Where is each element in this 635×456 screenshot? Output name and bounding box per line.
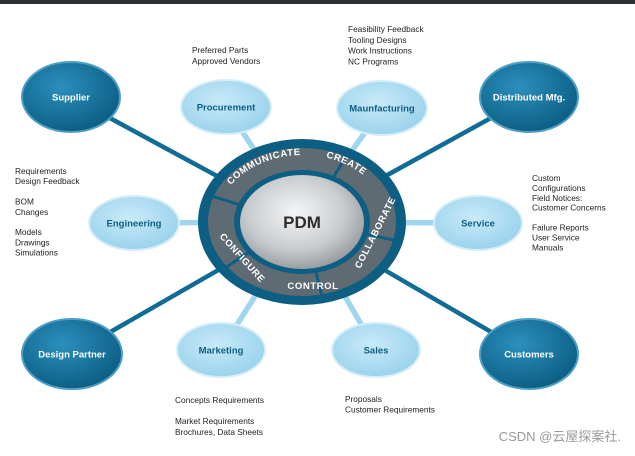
annotation-line: Customer Concerns bbox=[532, 203, 606, 213]
annotation-line: Approved Vendors bbox=[192, 56, 260, 66]
annotation-line: Requirements bbox=[15, 166, 67, 176]
annotation-line: Changes bbox=[15, 207, 48, 217]
node-sales[interactable]: Sales bbox=[331, 322, 421, 378]
ring-divider bbox=[224, 250, 251, 269]
node-shape-customers bbox=[479, 318, 579, 390]
annotation-line: Proposals bbox=[345, 394, 382, 404]
node-label-customers: Customers bbox=[504, 350, 554, 361]
annotation-line: Brochures, Data Sheets bbox=[175, 427, 263, 437]
ring-divider bbox=[211, 194, 241, 207]
node-shape-service bbox=[433, 195, 523, 251]
node-label-service: Service bbox=[461, 219, 495, 230]
watermark: CSDN @云屋探案社. bbox=[498, 429, 621, 444]
node-shape-design-partner bbox=[21, 318, 123, 390]
window-top-bar bbox=[0, 0, 635, 4]
node-procurement[interactable]: Procurement bbox=[180, 79, 272, 135]
node-label-sales: Sales bbox=[364, 346, 389, 357]
annotation-line: Manuals bbox=[532, 242, 563, 252]
annotation-line: Work Instructions bbox=[348, 46, 412, 56]
annotation-line: Models bbox=[15, 227, 42, 237]
ring-dividers bbox=[211, 154, 396, 297]
annotation-line: Concepts Requirements bbox=[175, 395, 264, 405]
annotation-line: Customer Requirements bbox=[345, 405, 435, 415]
node-shape-distributed-mfg bbox=[479, 61, 579, 133]
annotation-line: Design Feedback bbox=[15, 176, 80, 186]
annotation-line: Configurations bbox=[532, 183, 586, 193]
annotation-line: Tooling Designs bbox=[348, 35, 407, 45]
node-service[interactable]: Service bbox=[433, 195, 523, 251]
node-label-distributed-mfg: Distributed Mfg. bbox=[493, 93, 565, 104]
annotation-line: Drawings bbox=[15, 237, 50, 247]
node-shape-engineering bbox=[88, 195, 180, 251]
pdm-ring: PDM COMMUNICATE CREATE COLLABORATE CONTR… bbox=[198, 139, 406, 305]
node-label-marketing: Marketing bbox=[199, 346, 244, 357]
node-label-procurement: Procurement bbox=[197, 103, 256, 114]
annotation-line: Simulations bbox=[15, 248, 58, 258]
ring-divider bbox=[331, 154, 349, 179]
annotation-line: Feasibility Feedback bbox=[348, 24, 424, 34]
node-customers[interactable]: Customers bbox=[479, 318, 579, 390]
node-label-engineering: Engineering bbox=[107, 219, 162, 230]
ring-label-control: CONTROL bbox=[287, 281, 338, 292]
pdm-hub bbox=[240, 175, 364, 269]
annotation-line: BOM bbox=[15, 197, 34, 207]
node-engineering[interactable]: Engineering bbox=[88, 195, 180, 251]
ring-divider bbox=[365, 232, 396, 242]
node-shape-manufacturing bbox=[336, 80, 428, 136]
node-manufacturing[interactable]: Maunfacturing bbox=[336, 80, 428, 136]
node-supplier[interactable]: Supplier bbox=[21, 61, 121, 133]
annotation-line: Custom bbox=[532, 173, 561, 183]
node-label-manufacturing: Maunfacturing bbox=[349, 104, 415, 115]
annotation-line: Failure Reports bbox=[532, 223, 589, 233]
node-marketing[interactable]: Marketing bbox=[176, 322, 266, 378]
node-shape-procurement bbox=[180, 79, 272, 135]
node-shape-sales bbox=[331, 322, 421, 378]
pdm-hub-label: PDM bbox=[283, 213, 321, 232]
annotation-line: Field Notices: bbox=[532, 193, 582, 203]
node-shape-supplier bbox=[21, 61, 121, 133]
ring-divider bbox=[314, 270, 324, 297]
node-label-design-partner: Design Partner bbox=[38, 350, 106, 361]
node-shape-marketing bbox=[176, 322, 266, 378]
annotation-line: Preferred Parts bbox=[192, 45, 248, 55]
node-design-partner[interactable]: Design Partner bbox=[21, 318, 123, 390]
annotation-line: User Service bbox=[532, 232, 580, 242]
node-label-supplier: Supplier bbox=[52, 93, 90, 104]
node-distributed-mfg[interactable]: Distributed Mfg. bbox=[479, 61, 579, 133]
annotation-line: Market Requirements bbox=[175, 416, 254, 426]
annotation-line: NC Programs bbox=[348, 56, 398, 66]
